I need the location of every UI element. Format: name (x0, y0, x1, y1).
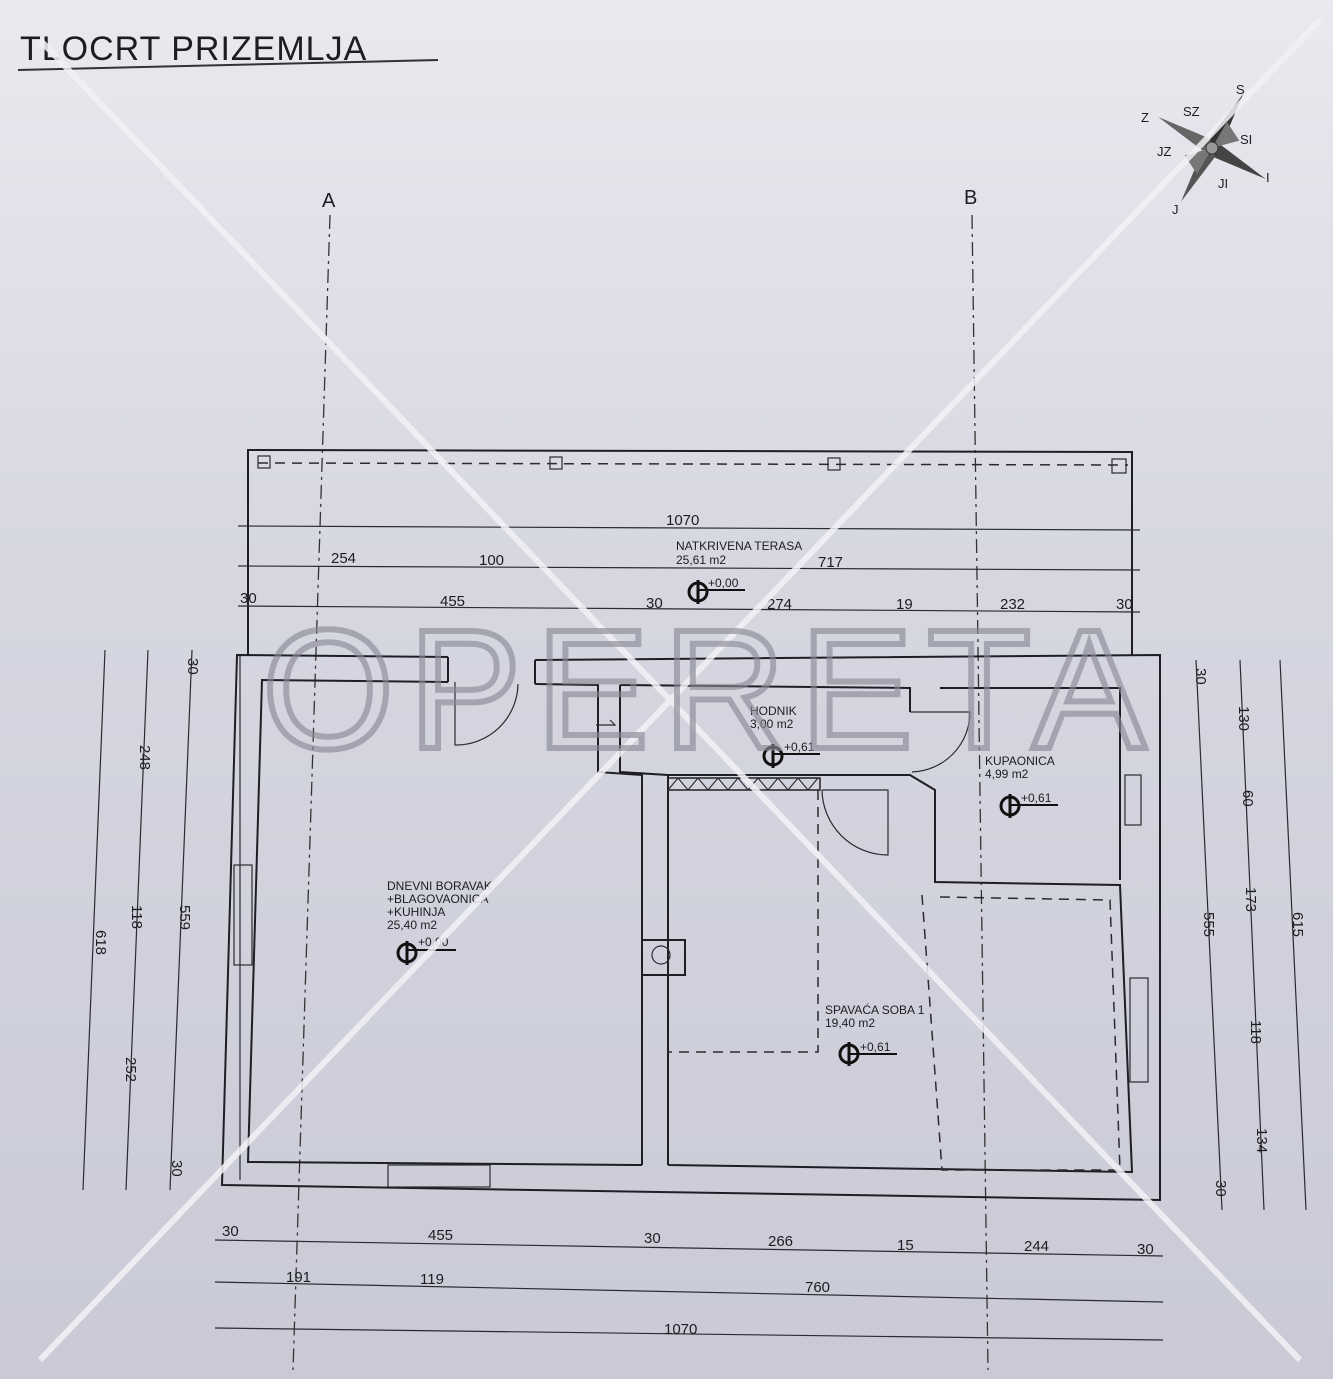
title-underline (17, 59, 439, 71)
svg-text:30: 30 (1192, 668, 1209, 685)
svg-text:118: 118 (1247, 1020, 1264, 1044)
svg-text:30: 30 (1116, 596, 1133, 613)
svg-text:134: 134 (1253, 1128, 1270, 1153)
hallway-level: +0,61 (784, 740, 815, 754)
svg-text:30: 30 (222, 1223, 239, 1240)
living-name-line3: +KUHINJA (387, 905, 445, 919)
bedroom-level: +0,61 (860, 1040, 891, 1054)
bathroom-level: +0,61 (1021, 791, 1052, 805)
terrace-level: +0,00 (708, 576, 739, 590)
svg-text:19: 19 (896, 596, 913, 613)
svg-text:559: 559 (176, 905, 193, 930)
svg-text:1070: 1070 (666, 512, 699, 529)
svg-text:173: 173 (1242, 887, 1259, 912)
svg-text:266: 266 (768, 1233, 793, 1250)
svg-text:615: 615 (1289, 912, 1306, 937)
plan-title: TLOCRT PRIZEMLJA (20, 30, 367, 68)
bottom-dimension-lines (214, 1239, 1164, 1341)
top-dimension-lines (237, 525, 1141, 613)
right-dimension-lines (1195, 659, 1307, 1211)
axis-a-label: A (322, 190, 336, 212)
bathroom-area: 4,99 m2 (985, 767, 1029, 781)
svg-text:Z: Z (1141, 110, 1149, 125)
axis-b-label: B (964, 187, 977, 209)
svg-text:118: 118 (128, 905, 145, 929)
svg-text:130: 130 (1235, 706, 1252, 731)
living-name-line2: +BLAGOVAONICA (387, 892, 488, 906)
svg-text:30: 30 (646, 595, 663, 612)
right-dimensions: 30 555 30 130 60 173 118 134 615 (1192, 668, 1306, 1197)
svg-text:15: 15 (897, 1237, 914, 1254)
compass-labels: S SZ Z JZ J JI I SI (1141, 82, 1270, 217)
svg-text:455: 455 (440, 593, 465, 610)
svg-text:760: 760 (805, 1279, 830, 1296)
svg-text:274: 274 (767, 596, 792, 613)
svg-text:555: 555 (1200, 912, 1217, 937)
svg-text:JI: JI (1218, 176, 1228, 191)
terrace (247, 448, 1133, 655)
svg-text:100: 100 (479, 552, 504, 569)
svg-text:S: S (1236, 82, 1245, 97)
svg-text:232: 232 (1000, 596, 1025, 613)
compass-rose-icon (1158, 94, 1266, 202)
svg-text:JZ: JZ (1157, 144, 1172, 159)
living-area: 25,40 m2 (387, 918, 437, 932)
left-dimensions: 618 248 118 252 30 559 30 (92, 658, 201, 1177)
top-dimensions: 1070 254 100 717 30 455 30 274 19 232 30 (240, 512, 1133, 613)
svg-text:J: J (1172, 202, 1179, 217)
living-name-line1: DNEVNI BORAVAK (387, 879, 492, 893)
bedroom-name: SPAVAĆA SOBA 1 (825, 1002, 925, 1017)
svg-text:SZ: SZ (1183, 104, 1200, 119)
axis-a-line (292, 214, 331, 1371)
svg-text:455: 455 (428, 1227, 453, 1244)
svg-text:30: 30 (1137, 1241, 1154, 1258)
svg-text:1070: 1070 (664, 1321, 697, 1338)
svg-text:119: 119 (420, 1271, 444, 1288)
svg-text:60: 60 (1239, 790, 1256, 807)
svg-text:30: 30 (184, 658, 201, 675)
axis-b-line (971, 214, 989, 1371)
left-dimension-lines (82, 649, 193, 1191)
svg-text:191: 191 (286, 1269, 311, 1286)
watermark-text: OPERETA (262, 595, 1160, 785)
svg-text:30: 30 (168, 1160, 185, 1177)
hallway-area: 3,00 m2 (750, 717, 794, 731)
svg-text:618: 618 (92, 930, 109, 955)
svg-text:30: 30 (644, 1230, 661, 1247)
svg-text:252: 252 (122, 1057, 139, 1082)
svg-text:30: 30 (1212, 1180, 1229, 1197)
watermark: OPERETA (37, 17, 1323, 1363)
bedroom-area: 19,40 m2 (825, 1016, 875, 1030)
bathroom-name: KUPAONICA (985, 754, 1055, 768)
hallway-name: HODNIK (750, 704, 797, 718)
svg-text:248: 248 (136, 745, 153, 770)
terrace-name: NATKRIVENA TERASA (676, 539, 802, 553)
svg-text:I: I (1266, 170, 1270, 185)
terrace-area: 25,61 m2 (676, 553, 726, 567)
svg-text:30: 30 (240, 590, 257, 607)
svg-text:254: 254 (331, 550, 356, 567)
svg-text:717: 717 (818, 554, 843, 571)
svg-text:SI: SI (1240, 132, 1252, 147)
bottom-dimensions: 30 455 30 266 15 244 30 191 119 760 1070 (222, 1223, 1154, 1338)
svg-text:244: 244 (1024, 1238, 1049, 1255)
